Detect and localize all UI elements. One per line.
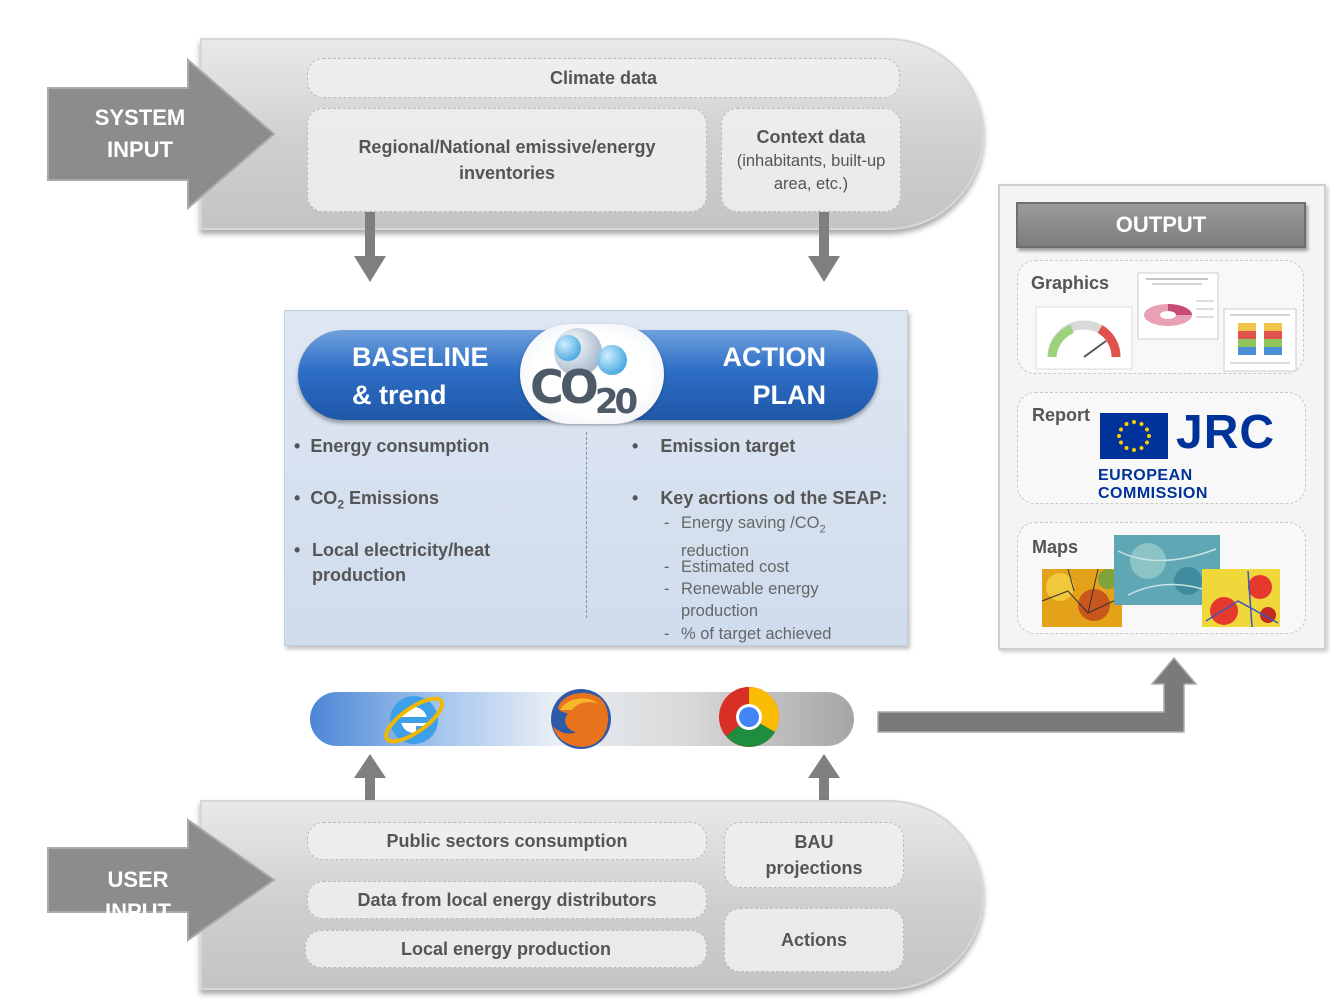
maps-label: Maps: [1032, 537, 1079, 557]
energy-distributors-box: Data from local energy distributors: [307, 881, 707, 919]
user-input-label: USER INPUT: [105, 867, 171, 924]
sub-target-achieved: - % of target achieved: [664, 625, 832, 643]
down-arrow-right: [808, 212, 840, 282]
baseline-title: BASELINE: [352, 342, 489, 372]
eu-flag-icon: [1100, 413, 1168, 459]
actions-box: Actions: [724, 908, 904, 972]
internet-explorer-icon: [384, 696, 444, 744]
bau-projections-label: BAU projections: [765, 832, 863, 878]
maps-thumbnails-icon: [1041, 535, 1280, 628]
center-divider: [586, 432, 587, 618]
sub-renewable: - Renewable energy production: [664, 580, 819, 620]
climate-data-label: Climate data: [549, 68, 658, 88]
chrome-icon: [719, 687, 780, 747]
energy-distributors-label: Data from local energy distributors: [357, 890, 657, 910]
co20-logo-sub: 20: [594, 382, 638, 422]
baseline-subtitle: & trend: [352, 380, 447, 410]
report-label: Report: [1032, 405, 1090, 425]
co20-bubbles-icon: [554, 328, 627, 376]
co20-logo-text: CO: [530, 360, 599, 414]
bullet-emission-target: •Emission target: [632, 436, 796, 456]
european-commission-text: EUROPEAN COMMISSION: [1098, 467, 1208, 502]
local-production-box: Local energy production: [305, 930, 707, 968]
public-consumption-label: Public sectors consumption: [386, 831, 628, 851]
bullet-local-production: • Local electricity/heat production: [294, 540, 491, 585]
graphics-card: Graphics: [1017, 260, 1304, 374]
system-input-arrow: [47, 58, 276, 210]
elbow-arrow-to-output: [877, 656, 1198, 733]
context-data-sub: (inhabitants, built-up area, etc.): [736, 152, 886, 193]
local-production-label: Local energy production: [400, 939, 612, 959]
graphics-label: Graphics: [1031, 273, 1110, 293]
bullet-co2-emissions: •CO2 Emissions: [294, 488, 440, 512]
bullet-energy-consumption: •Energy consumption: [294, 436, 490, 456]
sub-estimated-cost: - Estimated cost: [664, 558, 790, 576]
bau-projections-box: BAU projections: [724, 822, 904, 888]
inventories-box: Regional/National emissive/energy invent…: [307, 108, 707, 212]
climate-data-box: Climate data: [307, 58, 900, 98]
co20-logo: CO20: [520, 324, 664, 424]
graphics-thumbnails-icon: [1035, 272, 1297, 372]
context-data-title: Context data: [756, 127, 866, 147]
output-title: OUTPUT: [1016, 202, 1306, 248]
firefox-icon: [551, 689, 611, 749]
public-consumption-box: Public sectors consumption: [307, 822, 707, 860]
action-plan-subtitle: PLAN: [752, 380, 827, 410]
bullet-key-actions: •Key acrtions od the SEAP:: [632, 488, 888, 508]
action-plan-title: ACTION: [722, 342, 827, 372]
system-input-label: SYSTEM INPUT: [94, 105, 186, 162]
actions-label: Actions: [780, 930, 847, 950]
down-arrow-left: [354, 212, 386, 282]
user-input-arrow: [47, 818, 276, 942]
context-data-box: Context data (inhabitants, built-up area…: [721, 108, 901, 212]
inventories-label: Regional/National emissive/energy invent…: [358, 137, 656, 183]
jrc-logo-text: JRC: [1176, 406, 1276, 459]
report-card: Report JRC EUROPEAN COMMISSION: [1017, 392, 1306, 504]
maps-card: Maps: [1017, 522, 1306, 634]
